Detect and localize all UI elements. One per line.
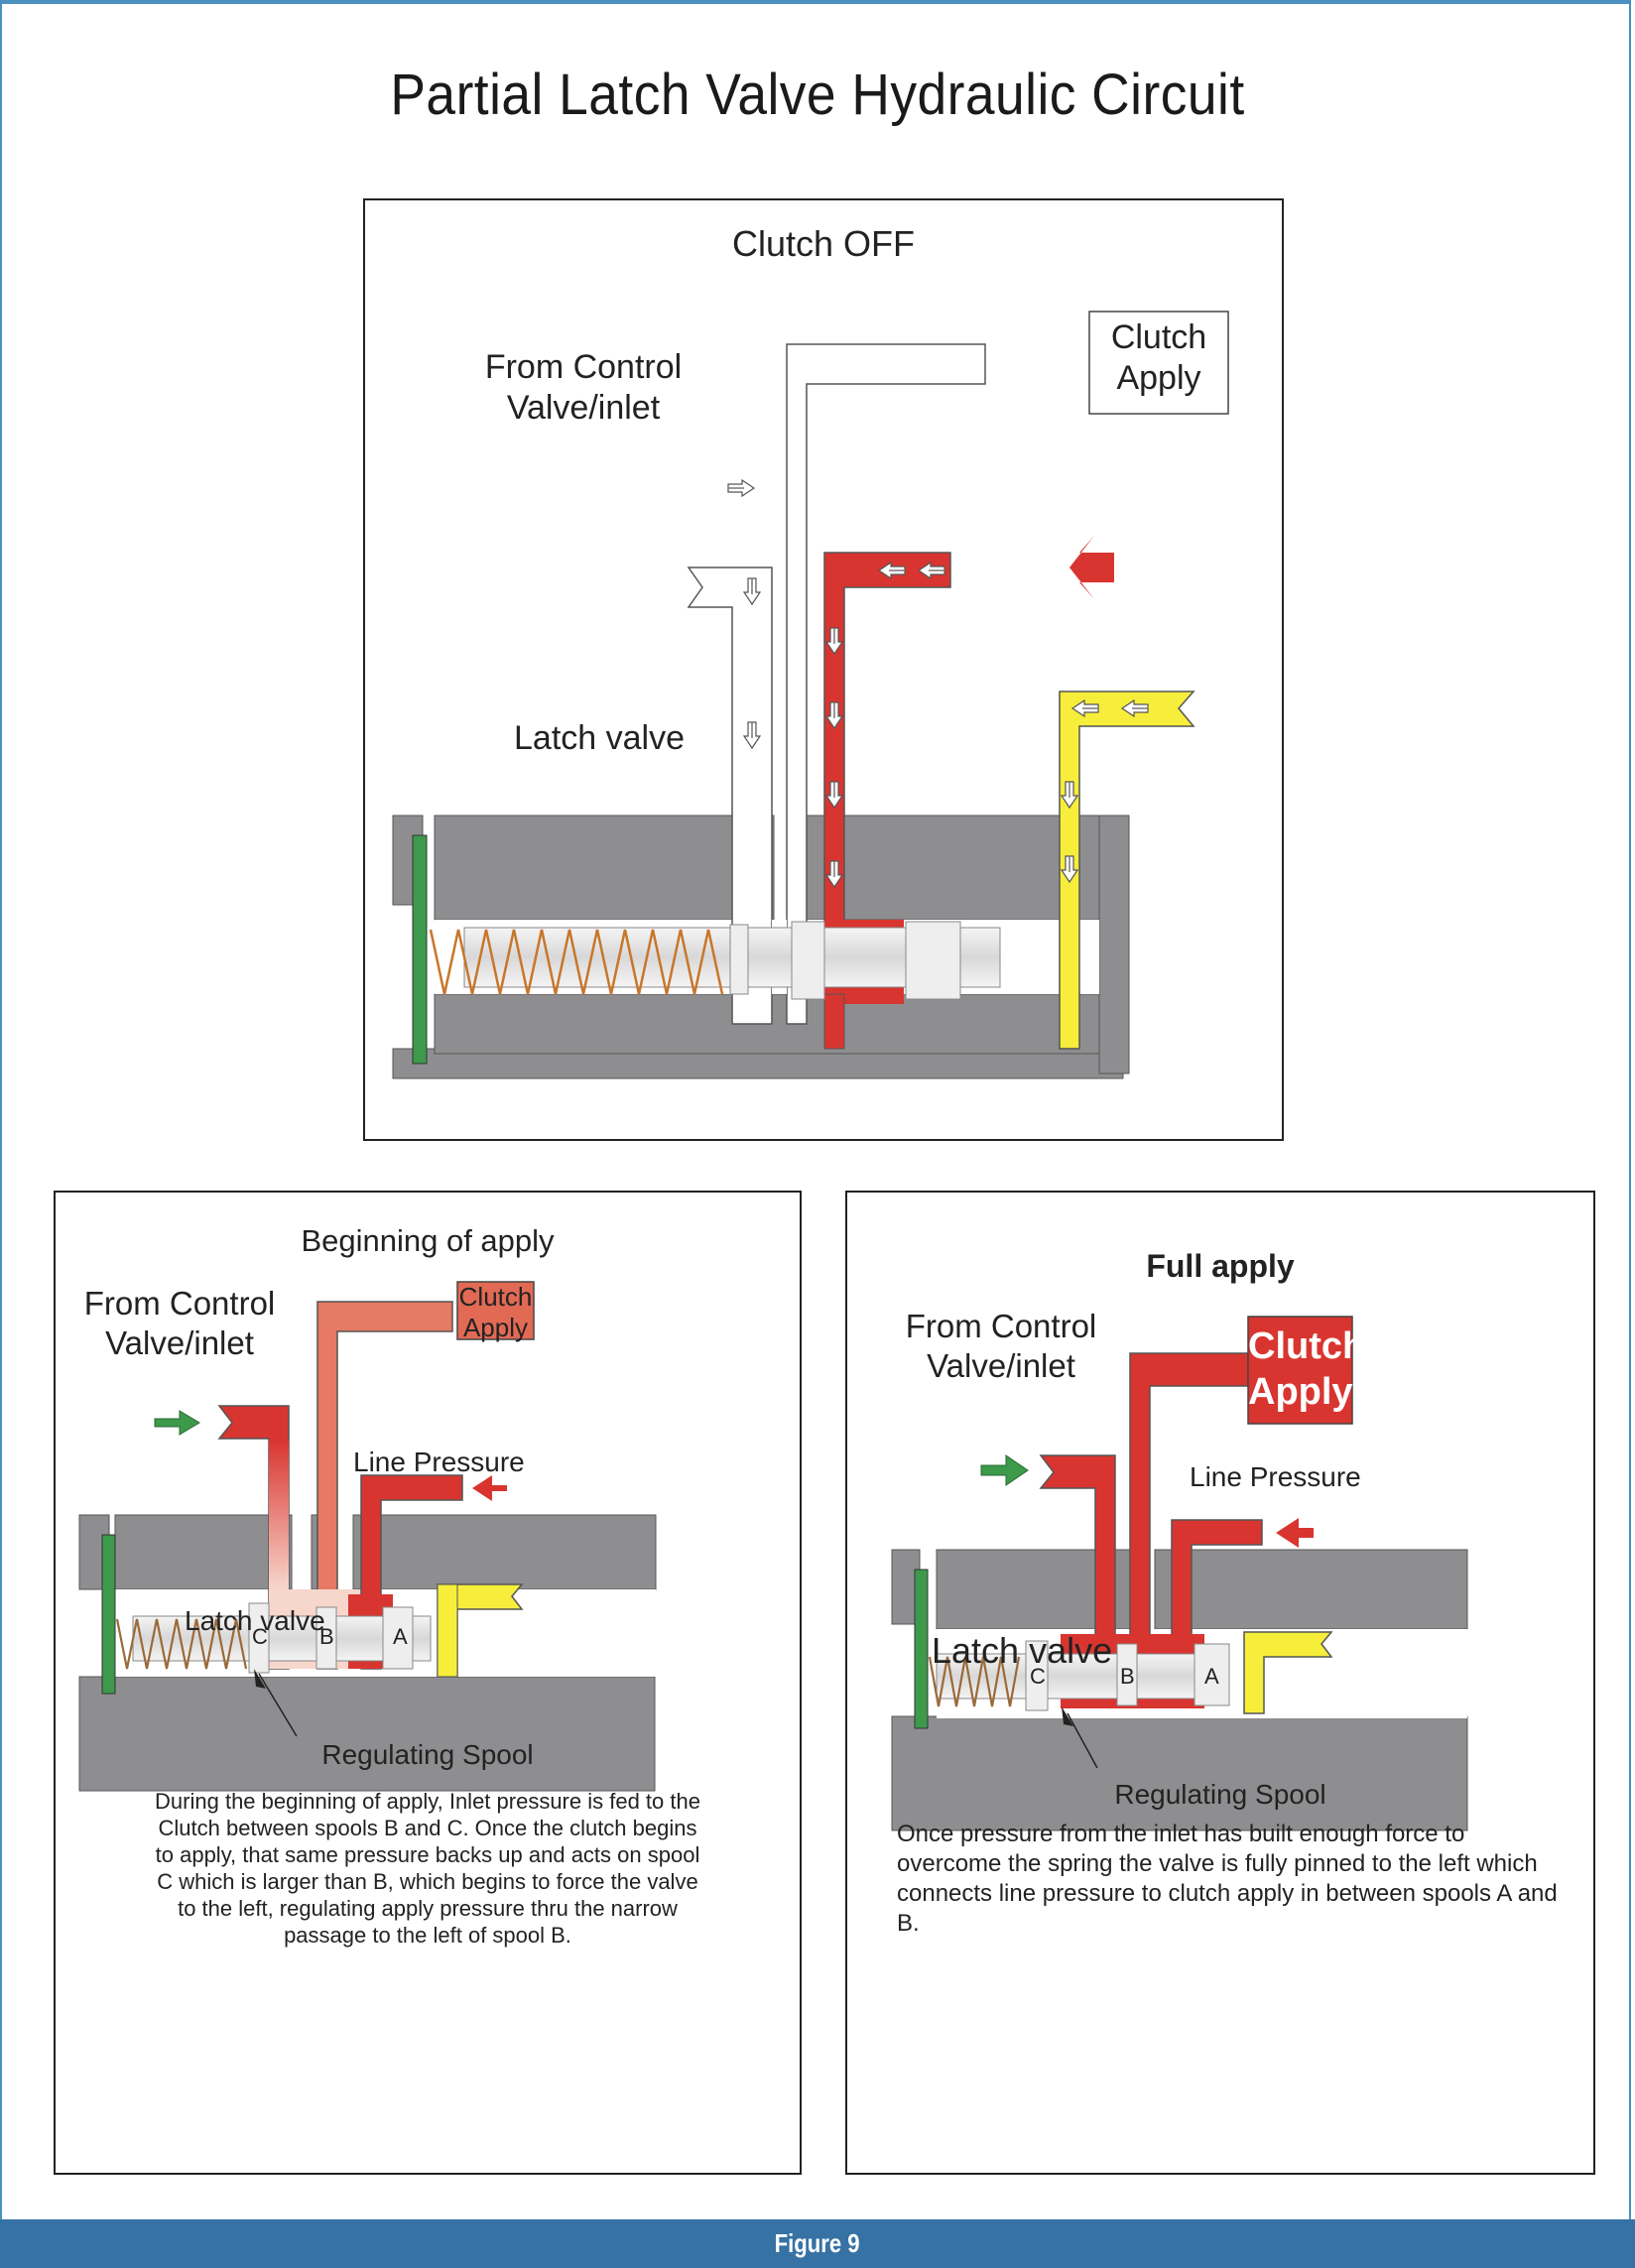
spring-retainer [914,1569,929,1729]
spring-retainer [101,1534,116,1695]
inlet-passage [687,567,773,1025]
from-control-label: From Control Valve/inlet [484,348,683,427]
valve-body-right [1098,815,1130,1074]
regulating-spool-label: Regulating Spool [321,1739,534,1770]
inlet-arrow-icon [154,1410,200,1436]
regulating-spool-label: Regulating Spool [1114,1779,1326,1810]
from-control-label: From Control Valve/inlet [905,1308,1097,1384]
latch-valve-label: Latch valve [185,1605,325,1636]
exhaust-passage [1059,691,1195,1050]
spool-land-mid [791,921,825,1000]
clutch-apply-label: Clutch Apply [1248,1325,1366,1413]
spool-c [248,1602,270,1674]
clutch-apply-box [456,1281,535,1340]
clutch-apply-box [1088,311,1229,415]
line-pressure-label: Line Pressure [353,1447,525,1477]
clutch-off-diagram [392,311,1229,1079]
panel-beginning-of-apply: Beginning of apply From Control Valve/in… [54,1191,802,2175]
latch-valve-label: Latch valve [932,1630,1113,1671]
clutch-apply-box [1247,1316,1353,1425]
full-apply-diagram [891,1316,1468,1831]
clutch-apply-label: Clutch Apply [1110,318,1207,397]
beginning-apply-diagram [78,1281,657,1792]
inlet-passage [1039,1454,1116,1690]
spool-label-b: B [319,1624,334,1649]
inlet-arrow-icon [980,1454,1029,1486]
regulating-spool-pointer [258,1673,298,1737]
panel-clutch-off: Clutch OFF From Control Valve/inlet Clut… [363,198,1284,1141]
page-title: Partial Latch Valve Hydraulic Circuit [390,63,1245,127]
spring [429,929,724,995]
spool-a [1194,1643,1230,1706]
description: During the beginning of apply, Inlet pre… [155,1789,700,1948]
clutch-apply-label: Clutch Apply [458,1282,533,1343]
spool-b [1116,1643,1138,1706]
spool-land-right [905,921,961,1000]
spool-c [1025,1640,1049,1711]
line-pressure-label: Line Pressure [1190,1461,1361,1492]
panel-full-apply: Full apply From Control Valve/inlet Clut… [845,1191,1595,2175]
spool-label-a: A [393,1624,408,1649]
line-pressure-arrow-icon [1069,536,1114,599]
panel-title: Full apply [1146,1248,1295,1284]
from-control-label: From Control Valve/inlet [83,1285,276,1361]
spool-a [382,1606,414,1670]
valve-body-upper [434,815,733,921]
spool-label-c: C [252,1624,268,1649]
spool-label-b: B [1120,1664,1135,1689]
spool-b [315,1606,337,1670]
spring [928,1656,1021,1707]
spring [115,1618,248,1670]
line-pressure-arrow-icon [1276,1518,1314,1548]
spool-label-c: C [1030,1664,1046,1689]
panel-title: Beginning of apply [301,1223,555,1258]
spool-land-left [729,924,749,995]
spring-retainer [412,834,428,1065]
panel-title: Clutch OFF [731,223,916,264]
line-pressure-arrow-icon [472,1475,507,1501]
exhaust-passage [1243,1631,1333,1714]
regulating-spool-pointer [1067,1712,1098,1769]
spool-label-a: A [1204,1664,1219,1689]
figure-caption: Figure 9 [0,2219,1635,2268]
description: Once pressure from the inlet has built e… [897,1821,1558,1937]
latch-valve-label: Latch valve [514,719,685,757]
